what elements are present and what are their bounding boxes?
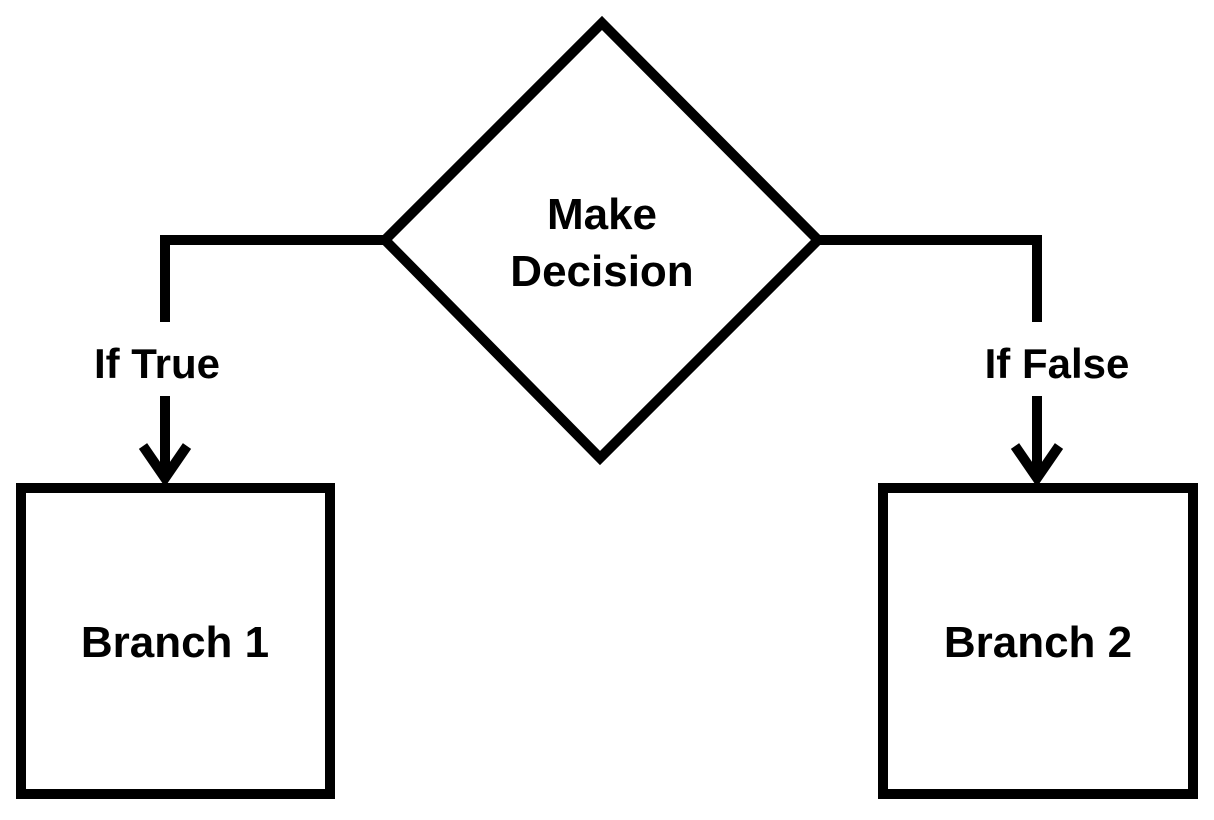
decision-label-line1: Make [547,190,657,239]
decision-label-line2: Decision [510,247,693,296]
decision-diamond [377,15,826,466]
branch-2-label: Branch 2 [944,618,1132,667]
true-connector-upper [160,235,385,322]
branch-1-box [16,483,335,799]
true-edge-label: If True [94,340,220,387]
false-edge-label: If False [985,340,1130,387]
branch-2-box [878,483,1198,799]
true-arrowhead [138,443,192,487]
false-arrowhead [1010,443,1064,487]
false-connector-upper [818,235,1042,322]
branch-1-label: Branch 1 [81,618,269,667]
